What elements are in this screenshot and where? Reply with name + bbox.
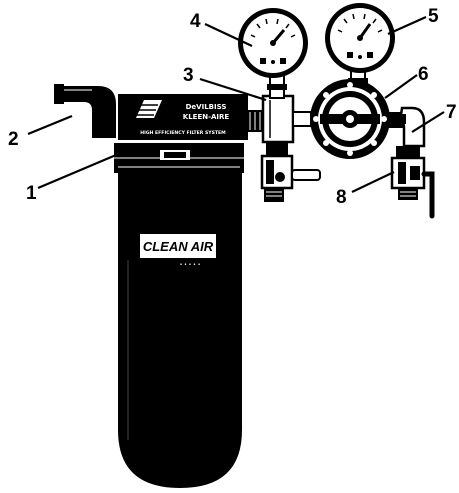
filter-head-collar xyxy=(114,143,244,173)
filter-head: DeVILBISS KLEEN-AIRE HIGH EFFICIENCY FIL… xyxy=(118,94,248,140)
leader-line-8 xyxy=(351,171,395,193)
leader-line-5 xyxy=(387,15,427,36)
canister-brand-subline: • • • • • xyxy=(179,262,200,268)
callout-6: 6 xyxy=(418,64,429,85)
left-pressure-gauge xyxy=(238,8,308,78)
callout-7: 7 xyxy=(446,102,457,123)
callout-8: 8 xyxy=(336,187,347,208)
head-label-line1: DeVILBISS xyxy=(186,103,227,111)
regulator-knob xyxy=(310,79,390,159)
drain-valve xyxy=(260,142,321,202)
head-label-line2: KLEEN-AIRE xyxy=(183,113,230,121)
leader-line-2 xyxy=(27,114,73,136)
callout-1: 1 xyxy=(26,183,37,204)
callout-3: 3 xyxy=(183,65,194,86)
outlet-valve xyxy=(390,146,435,219)
outlet-elbow xyxy=(388,106,426,148)
leader-line-7 xyxy=(411,111,445,133)
callout-4: 4 xyxy=(190,11,201,32)
leader-line-4 xyxy=(204,23,253,47)
air-inlet-elbow xyxy=(54,84,116,138)
head-label-line3: HIGH EFFICIENCY FILTER SYSTEM xyxy=(140,130,226,136)
callout-2: 2 xyxy=(8,129,19,150)
callout-numbers: 1 2 3 4 5 6 7 8 xyxy=(8,6,457,208)
leader-line-1 xyxy=(37,153,117,190)
canister-brand-logo: CLEAN AIR • • • • • xyxy=(140,234,216,268)
filter-canister xyxy=(118,170,242,488)
leader-line-6 xyxy=(384,74,418,99)
leader-line-3 xyxy=(199,77,267,102)
head-to-regulator-nipple xyxy=(246,110,264,132)
leader-lines xyxy=(27,15,445,193)
canister-brand-name: CLEAN AIR xyxy=(143,239,214,254)
callout-5: 5 xyxy=(428,6,439,27)
right-pressure-gauge xyxy=(325,3,395,73)
